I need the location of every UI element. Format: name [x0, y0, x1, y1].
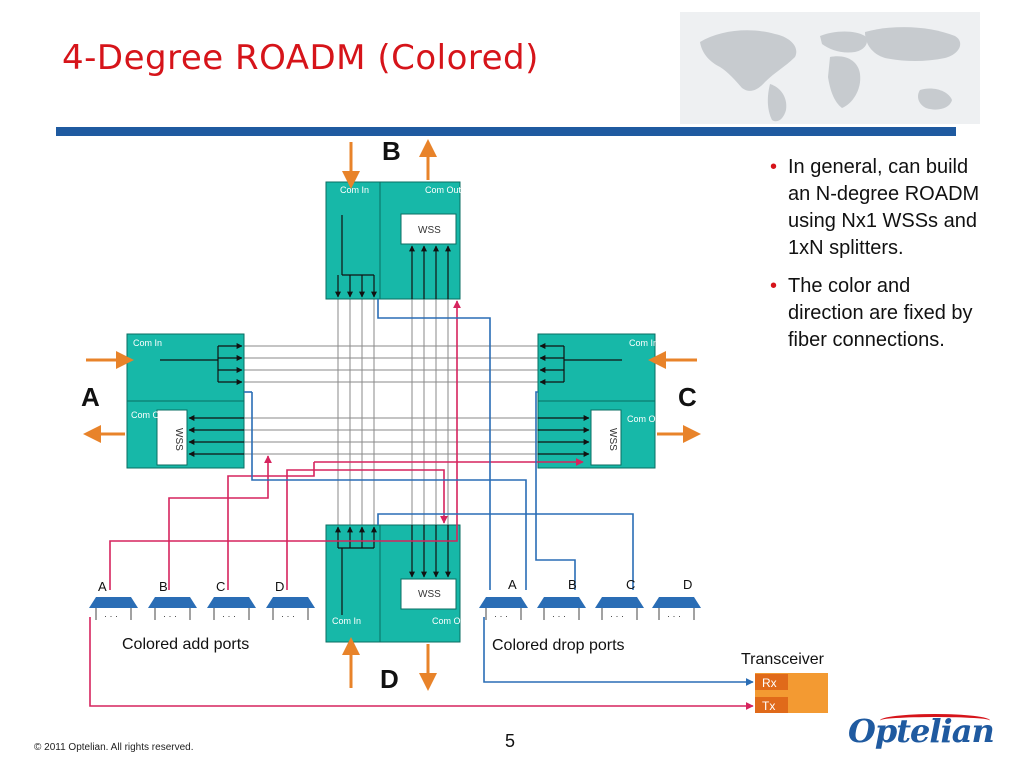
drop-port-blocks — [479, 597, 701, 608]
drop-port-dots-d: · · · — [667, 611, 681, 621]
add-port-label-d: D — [275, 579, 284, 594]
add-port-label-c: C — [216, 579, 225, 594]
degree-label-a: A — [81, 382, 100, 412]
block-b-com-out: Com Out — [425, 185, 462, 195]
add-port-dots-c: · · · — [222, 611, 236, 621]
title-divider-bar — [56, 127, 956, 136]
internal-arrows — [160, 215, 622, 615]
logo-swoosh-icon — [880, 714, 990, 727]
drop-port-label-c: C — [626, 577, 635, 592]
add-port-dots-d: · · · — [281, 611, 295, 621]
block-a-wss: WSS — [173, 428, 184, 451]
add-ports-caption: Colored add ports — [122, 636, 249, 653]
add-port-label-b: B — [159, 579, 168, 594]
port-ticks — [95, 608, 695, 620]
drop-port-label-d: D — [683, 577, 692, 592]
page-number: 5 — [505, 731, 516, 751]
bullet-list: • In general, can build an N-degree ROADM… — [770, 154, 985, 365]
roadm-block-b — [325, 181, 461, 300]
add-port-label-a: A — [98, 579, 107, 594]
block-c-com-in: Com In — [629, 338, 658, 348]
bullet-item: • In general, can build an N-degree ROADM… — [770, 154, 985, 262]
drop-port-label-a: A — [508, 577, 517, 592]
bullet-text: In general, can build an N-degree ROADM … — [788, 156, 980, 259]
block-c-wss: WSS — [607, 428, 618, 451]
block-d-com-out: Com Out — [432, 616, 469, 626]
roadm-block-a — [126, 333, 245, 469]
drop-port-dots-b: · · · — [552, 611, 566, 621]
block-d-com-in: Com In — [332, 616, 361, 626]
roadm-block-c — [537, 333, 656, 469]
world-map-graphic — [680, 12, 980, 124]
transceiver-rx: Rx — [762, 676, 777, 690]
copyright-notice: © 2011 Optelian. All rights reserved. — [34, 742, 194, 753]
bullet-dot-icon: • — [770, 156, 778, 178]
add-port-dots-a: · · · — [104, 611, 118, 621]
bullet-item: • The color and direction are fixed by fi… — [770, 273, 985, 354]
drop-fibers — [244, 299, 754, 686]
drop-ports-caption: Colored drop ports — [492, 637, 625, 654]
block-b-com-in: Com In — [340, 185, 369, 195]
add-port-blocks — [89, 597, 315, 608]
block-a-com-in: Com In — [133, 338, 162, 348]
interconnect-mesh — [244, 299, 538, 525]
slide-title: 4-Degree ROADM (Colored) — [62, 38, 539, 78]
bullet-text: The color and direction are fixed by fib… — [788, 275, 973, 351]
degree-label-c: C — [678, 382, 697, 412]
degree-label-d: D — [380, 664, 399, 694]
drop-port-dots-c: · · · — [610, 611, 624, 621]
block-b-wss: WSS — [418, 225, 441, 236]
line-arrows — [83, 139, 701, 691]
drop-port-label-b: B — [568, 577, 577, 592]
drop-port-dots-a: · · · — [494, 611, 508, 621]
block-a-com-out: Com Out — [131, 410, 168, 420]
company-logo: Optelian — [848, 712, 995, 750]
transceiver-tx: Tx — [762, 699, 775, 713]
degree-label-b: B — [382, 136, 401, 166]
transceiver-box — [755, 673, 828, 713]
add-fibers — [89, 300, 754, 710]
block-d-wss: WSS — [418, 589, 441, 600]
block-c-com-out: Com Out — [627, 414, 664, 424]
transceiver-title: Transceiver — [741, 651, 825, 668]
roadm-block-d — [325, 524, 461, 643]
bullet-dot-icon: • — [770, 275, 778, 297]
add-port-dots-b: · · · — [163, 611, 177, 621]
